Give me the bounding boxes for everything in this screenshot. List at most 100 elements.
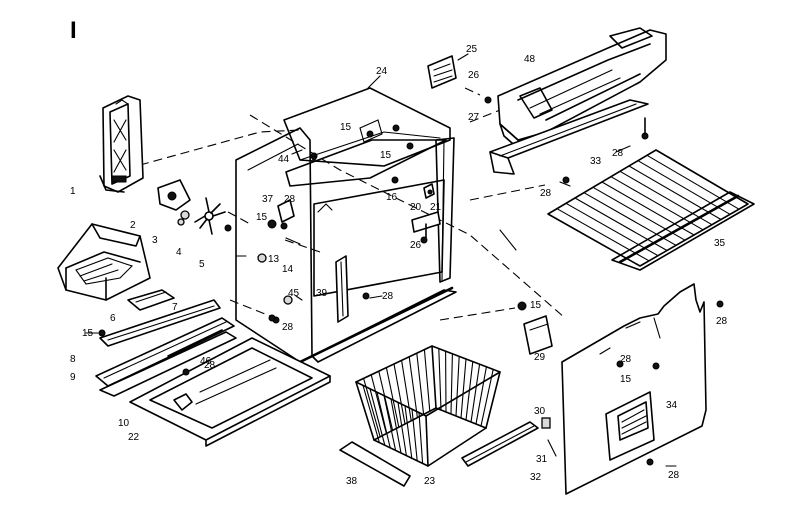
callout-14: 14 bbox=[282, 264, 294, 275]
callout-6: 6 bbox=[110, 313, 116, 324]
callout-33: 33 bbox=[590, 156, 602, 167]
basket-wire bbox=[362, 384, 380, 444]
callout-7: 7 bbox=[172, 302, 178, 313]
callout-15a: 15 bbox=[82, 328, 94, 339]
callout-38: 38 bbox=[346, 476, 358, 487]
shelf-wire bbox=[574, 197, 668, 252]
basket-wire bbox=[390, 398, 402, 454]
basket-wire bbox=[383, 395, 397, 451]
callout-32: 32 bbox=[530, 472, 542, 483]
basket-wire bbox=[376, 391, 391, 449]
callout-15b: 15 bbox=[256, 212, 268, 223]
wire-shelf bbox=[547, 149, 755, 271]
shelf-wire bbox=[628, 165, 722, 221]
callout-5: 5 bbox=[199, 259, 205, 270]
callout-28b: 28 bbox=[282, 322, 294, 333]
callout-28h: 28 bbox=[668, 470, 680, 481]
callout-26a: 26 bbox=[468, 70, 480, 81]
basket-wire bbox=[450, 353, 453, 415]
fan-blade bbox=[194, 197, 232, 235]
callout-28a: 28 bbox=[284, 194, 296, 205]
callout-23: 23 bbox=[424, 476, 436, 487]
basket-front-trim bbox=[339, 441, 411, 487]
side-guide-rail bbox=[335, 255, 370, 323]
basket-wire bbox=[397, 401, 407, 457]
shelf-wire bbox=[619, 170, 713, 226]
callout-16: 16 bbox=[386, 192, 398, 203]
basket-wire bbox=[455, 355, 460, 417]
callout-28d: 28 bbox=[540, 188, 552, 199]
callout-26b: 26 bbox=[410, 240, 422, 251]
callout-24: 24 bbox=[376, 66, 388, 77]
cabinet-hardware bbox=[257, 155, 399, 324]
callout-10: 10 bbox=[118, 418, 130, 429]
callout-numbers: 1 2 3 4 5 6 7 8 9 10 13 14 15 15 15 15 1… bbox=[70, 44, 728, 487]
callout-30: 30 bbox=[534, 406, 546, 417]
callout-35: 35 bbox=[714, 238, 726, 249]
callout-34: 34 bbox=[666, 400, 678, 411]
callout-27: 27 bbox=[468, 112, 480, 123]
air-duct bbox=[489, 99, 649, 184]
basket-wire bbox=[423, 349, 431, 412]
callout-15f: 15 bbox=[620, 374, 632, 385]
basket-rail bbox=[461, 417, 551, 467]
basket-wire bbox=[363, 377, 381, 438]
callout-28e: 28 bbox=[612, 148, 624, 159]
callout-15d: 15 bbox=[380, 150, 392, 161]
callout-46: 46 bbox=[200, 356, 212, 367]
callout-48: 48 bbox=[524, 54, 536, 65]
basket-wire bbox=[460, 358, 467, 419]
callout-4: 4 bbox=[176, 247, 182, 258]
callout-25: 25 bbox=[466, 44, 478, 55]
fan-motor bbox=[157, 179, 191, 226]
callout-20: 20 bbox=[410, 202, 422, 213]
callout-15e: 15 bbox=[530, 300, 542, 311]
callout-28g: 28 bbox=[620, 354, 632, 365]
callout-37: 37 bbox=[262, 194, 274, 205]
shelf-wire bbox=[565, 202, 659, 257]
shelf-wire bbox=[637, 160, 731, 215]
basket-wire bbox=[411, 408, 418, 462]
page-label: I bbox=[70, 17, 77, 44]
shelf-wire bbox=[556, 208, 650, 262]
callout-9: 9 bbox=[70, 372, 76, 383]
callout-1: 1 bbox=[70, 186, 76, 197]
callout-8: 8 bbox=[70, 354, 76, 365]
freezer-liner bbox=[235, 87, 457, 364]
basket-wire bbox=[404, 405, 413, 459]
shelf-wire bbox=[592, 186, 686, 241]
shelf-support-bracket bbox=[411, 183, 441, 244]
callout-29: 29 bbox=[534, 352, 546, 363]
callout-39: 39 bbox=[316, 288, 328, 299]
shelf-wire bbox=[610, 176, 704, 231]
callout-28f: 28 bbox=[716, 316, 728, 327]
basket-wire bbox=[438, 348, 442, 411]
callout-31: 31 bbox=[536, 454, 548, 465]
bucket-slide bbox=[127, 289, 175, 311]
basket-wire bbox=[378, 370, 394, 431]
callout-3: 3 bbox=[152, 235, 158, 246]
basket-wire bbox=[408, 356, 418, 419]
callout-22: 22 bbox=[128, 432, 140, 443]
callout-13: 13 bbox=[268, 254, 280, 265]
ice-bucket bbox=[57, 223, 151, 301]
shelf-wire bbox=[646, 154, 740, 210]
basket-wire bbox=[370, 374, 387, 435]
basket-wire bbox=[401, 359, 412, 422]
callout-28i: 28 bbox=[204, 360, 216, 371]
callout-15c: 15 bbox=[340, 122, 352, 133]
bottom-channel bbox=[95, 317, 237, 397]
wire-basket bbox=[355, 345, 501, 467]
basket-wire bbox=[465, 361, 474, 421]
basket-wire bbox=[369, 388, 386, 446]
basket-wire bbox=[393, 363, 406, 425]
callout-leaders bbox=[85, 53, 677, 467]
callout-21: 21 bbox=[430, 202, 442, 213]
door-liner-panel bbox=[561, 283, 724, 495]
basket-wire bbox=[480, 368, 494, 427]
shelf-wire bbox=[583, 192, 677, 246]
basket-wire bbox=[470, 363, 481, 423]
callout-2: 2 bbox=[130, 220, 136, 231]
basket-wire bbox=[418, 412, 424, 464]
